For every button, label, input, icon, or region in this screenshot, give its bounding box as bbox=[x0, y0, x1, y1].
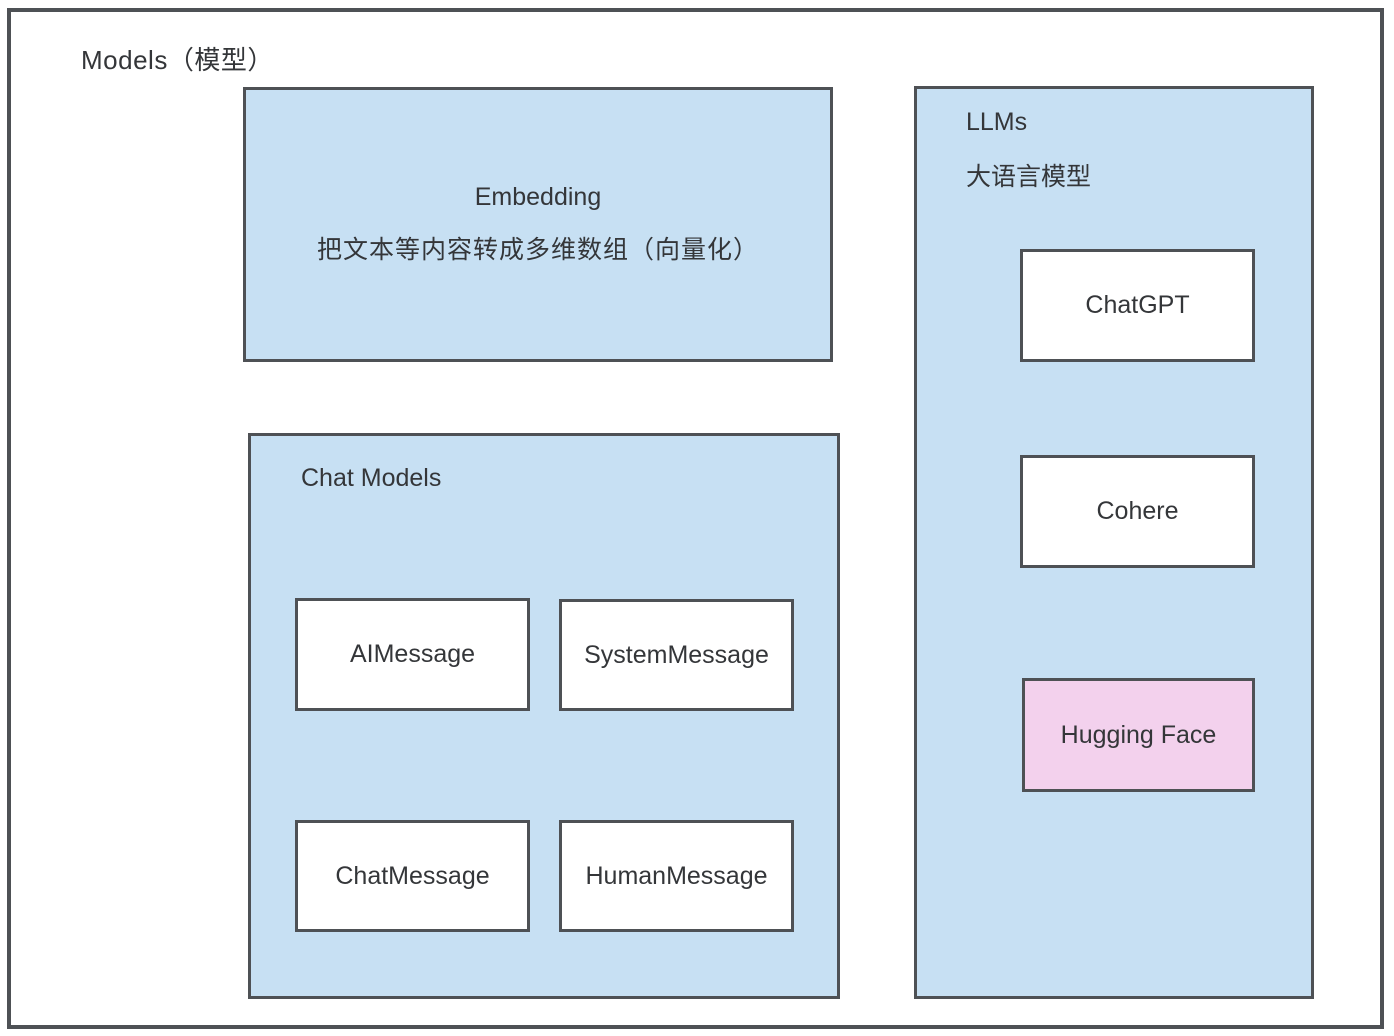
embedding-subtitle: 把文本等内容转成多维数组（向量化） bbox=[316, 236, 759, 264]
models-container: Models（模型） Embedding 把文本等内容转成多维数组（向量化） C… bbox=[7, 8, 1384, 1029]
node-chatmessage: ChatMessage bbox=[295, 820, 530, 932]
node-chatmessage-label: ChatMessage bbox=[335, 861, 490, 890]
node-chatgpt: ChatGPT bbox=[1020, 249, 1255, 362]
node-humanmessage-label: HumanMessage bbox=[585, 861, 768, 890]
llms-subtitle: 大语言模型 bbox=[966, 163, 1092, 191]
node-hugging-face: Hugging Face bbox=[1022, 678, 1255, 792]
embedding-title: Embedding bbox=[474, 183, 602, 211]
node-cohere-label: Cohere bbox=[1096, 497, 1179, 525]
node-humanmessage: HumanMessage bbox=[559, 820, 794, 932]
llms-title: LLMs bbox=[966, 108, 1028, 136]
llms-group: LLMs 大语言模型 ChatGPT Cohere Hugging Face bbox=[914, 86, 1314, 999]
node-chatgpt-label: ChatGPT bbox=[1085, 291, 1190, 319]
node-aimessage: AIMessage bbox=[295, 598, 530, 711]
node-systemmessage: SystemMessage bbox=[559, 599, 794, 711]
node-cohere: Cohere bbox=[1020, 455, 1255, 568]
chat-models-title: Chat Models bbox=[301, 464, 442, 492]
chat-models-group: Chat Models AIMessage SystemMessage Chat… bbox=[248, 433, 840, 999]
diagram-title: Models（模型） bbox=[81, 45, 274, 75]
node-hugging-face-label: Hugging Face bbox=[1060, 720, 1217, 749]
node-systemmessage-label: SystemMessage bbox=[584, 640, 769, 669]
node-aimessage-label: AIMessage bbox=[349, 640, 476, 668]
embedding-group: Embedding 把文本等内容转成多维数组（向量化） bbox=[243, 87, 833, 362]
